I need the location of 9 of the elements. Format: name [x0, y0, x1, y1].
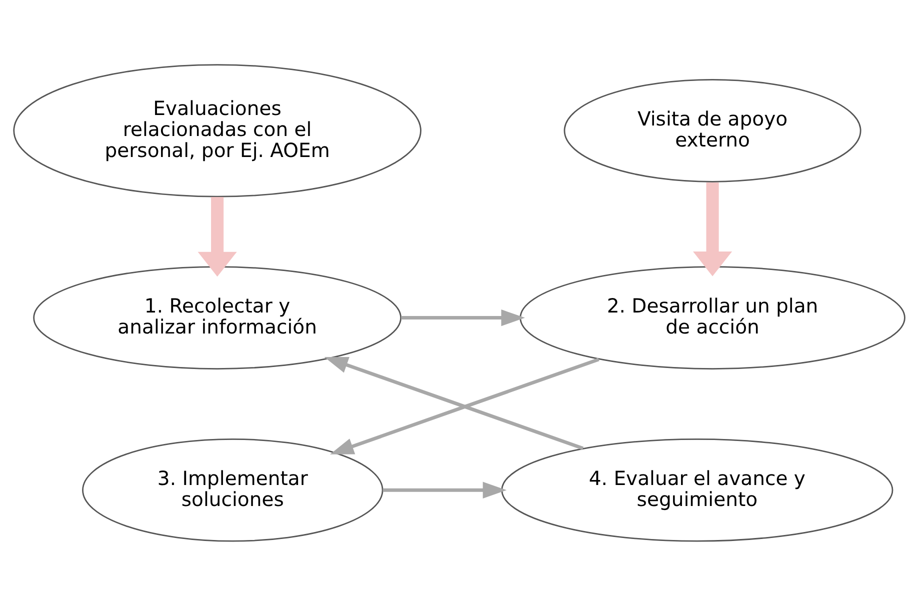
arrow [401, 309, 525, 326]
node-ellipse: Evaluaciones relacionadas con el personal, por Ej. AOEm [13, 64, 422, 198]
node-ellipse: 2. Desarrollar un plan de acción [520, 266, 906, 370]
node-ellipse: 1. Recolectar y analizar información [33, 266, 402, 370]
arrow [382, 482, 507, 498]
arrow [198, 197, 237, 277]
node-ellipse: 4. Evaluar el avance y seguimiento [501, 438, 894, 542]
arrow [693, 182, 732, 276]
node-ellipse: Visita de apoyo externo [564, 79, 862, 182]
